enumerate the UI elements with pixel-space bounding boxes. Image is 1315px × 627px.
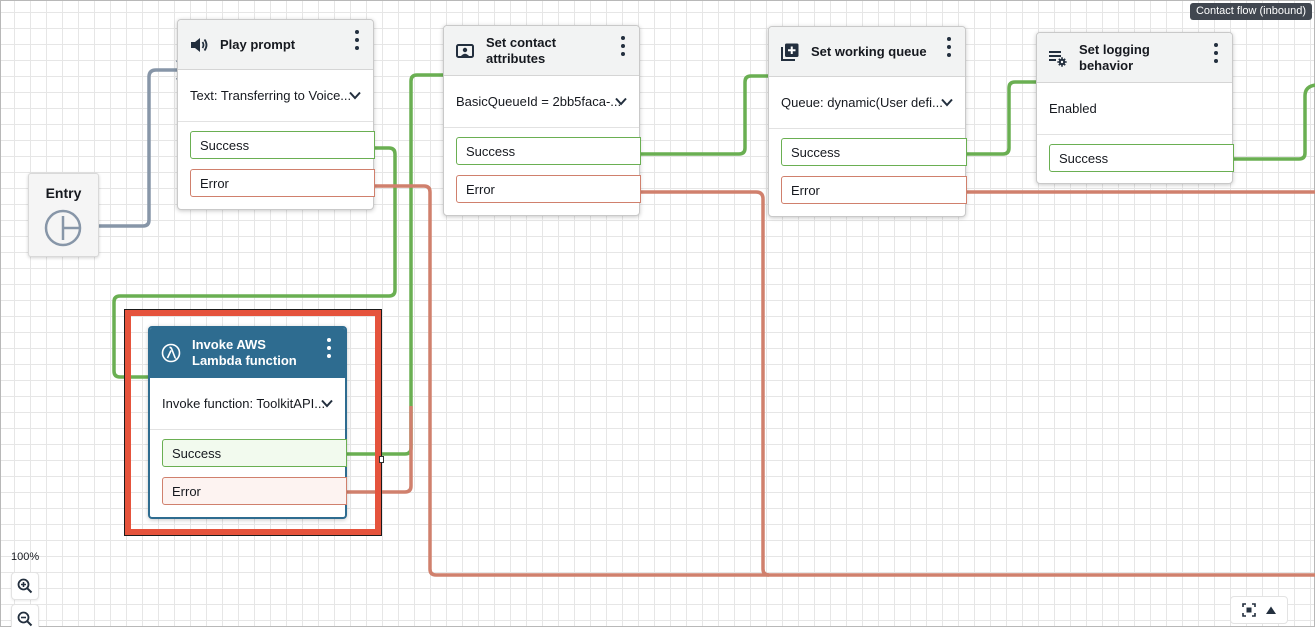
block-title: Set logging behavior bbox=[1079, 41, 1150, 73]
connector-play-error[interactable] bbox=[374, 184, 1315, 577]
chevron-down-icon bbox=[321, 399, 333, 408]
branch-success[interactable]: Success bbox=[162, 439, 347, 467]
branch-success[interactable]: Success bbox=[1049, 144, 1234, 172]
zoom-out-icon bbox=[17, 611, 33, 627]
block-title: Set contact attributes bbox=[486, 34, 557, 66]
chevron-down-icon bbox=[941, 98, 953, 107]
block-set-contact-attributes[interactable]: Set contact attributes BasicQueueId = 2b… bbox=[443, 25, 641, 216]
block-title: Play prompt bbox=[220, 36, 296, 52]
block-detail-text: Text: Transferring to Voice... bbox=[190, 88, 352, 103]
logging-settings-icon bbox=[1047, 47, 1069, 69]
branch-success[interactable]: Success bbox=[781, 138, 967, 166]
block-detail-dropdown[interactable]: Text: Transferring to Voice... bbox=[178, 70, 373, 122]
block-header: Set logging behavior bbox=[1037, 33, 1232, 83]
zoom-out-button[interactable] bbox=[11, 604, 39, 627]
branch-error[interactable]: Error bbox=[190, 169, 375, 197]
branch-success[interactable]: Success bbox=[456, 137, 641, 165]
resize-handle[interactable] bbox=[379, 456, 384, 463]
zoom-in-icon bbox=[17, 578, 33, 594]
selection-highlight bbox=[124, 309, 382, 536]
entry-label: Entry bbox=[45, 185, 82, 201]
more-options-icon[interactable] bbox=[349, 28, 365, 52]
collapse-up-icon[interactable] bbox=[1265, 605, 1277, 615]
entry-node[interactable]: Entry bbox=[28, 173, 99, 257]
block-header: Set working queue bbox=[769, 27, 965, 77]
zoom-level: 100% bbox=[11, 551, 40, 563]
contact-card-icon bbox=[454, 40, 476, 62]
block-detail-text: Queue: dynamic(User defi... bbox=[781, 95, 943, 110]
block-detail-dropdown[interactable]: Invoke function: ToolkitAPI... bbox=[150, 378, 345, 430]
block-detail-dropdown[interactable]: BasicQueueId = 2bb5faca-... bbox=[444, 76, 639, 128]
connector-lambda-error[interactable] bbox=[346, 406, 413, 494]
block-detail-text: Enabled bbox=[1049, 101, 1097, 116]
block-detail: Enabled bbox=[1037, 83, 1232, 135]
block-title: Set working queue bbox=[811, 43, 927, 59]
branch-error[interactable]: Error bbox=[781, 176, 967, 204]
connector-logging-success-offscreen[interactable] bbox=[1232, 83, 1315, 161]
speaker-icon bbox=[188, 34, 210, 56]
chevron-down-icon bbox=[349, 91, 361, 100]
chevron-down-icon bbox=[615, 97, 627, 106]
more-options-icon[interactable] bbox=[321, 336, 337, 360]
zoom-in-button[interactable] bbox=[11, 572, 39, 600]
connector-entry-to-play-prompt[interactable] bbox=[63, 68, 187, 228]
block-detail-dropdown[interactable]: Queue: dynamic(User defi... bbox=[769, 77, 965, 129]
lambda-icon bbox=[160, 342, 182, 364]
branch-success[interactable]: Success bbox=[190, 131, 375, 159]
block-invoke-lambda[interactable]: Invoke AWS Lambda function Invoke functi… bbox=[148, 326, 347, 519]
branch-error[interactable]: Error bbox=[162, 477, 347, 505]
block-play-prompt[interactable]: Play prompt Text: Transferring to Voice.… bbox=[177, 19, 375, 210]
connector-attributes-success-to-working-queue[interactable] bbox=[639, 74, 780, 156]
branch-error[interactable]: Error bbox=[456, 175, 641, 203]
add-queue-icon bbox=[779, 41, 801, 63]
more-options-icon[interactable] bbox=[615, 34, 631, 58]
more-options-icon[interactable] bbox=[941, 35, 957, 59]
canvas-controls bbox=[1230, 596, 1288, 624]
block-header: Invoke AWS Lambda function bbox=[150, 328, 345, 378]
block-detail-text: BasicQueueId = 2bb5faca-... bbox=[456, 94, 622, 109]
block-set-working-queue[interactable]: Set working queue Queue: dynamic(User de… bbox=[768, 26, 967, 217]
connector-play-success-to-lambda[interactable] bbox=[112, 146, 397, 379]
connector-queue-success-to-logging[interactable] bbox=[965, 80, 1047, 156]
block-set-logging-behavior[interactable]: Set logging behavior Enabled Success bbox=[1036, 32, 1234, 184]
more-options-icon[interactable] bbox=[1208, 41, 1224, 65]
block-title: Invoke AWS Lambda function bbox=[192, 337, 297, 368]
connector-attributes-error[interactable] bbox=[639, 190, 770, 577]
block-detail-text: Invoke function: ToolkitAPI... bbox=[162, 396, 326, 411]
flow-type-badge: Contact flow (inbound) bbox=[1189, 3, 1312, 20]
connector-lambda-success-to-set-contact-attributes[interactable] bbox=[346, 73, 456, 456]
fit-to-screen-icon[interactable] bbox=[1241, 603, 1256, 617]
block-header: Play prompt bbox=[178, 20, 373, 70]
block-header: Set contact attributes bbox=[444, 26, 639, 76]
entry-point-icon bbox=[43, 208, 83, 251]
